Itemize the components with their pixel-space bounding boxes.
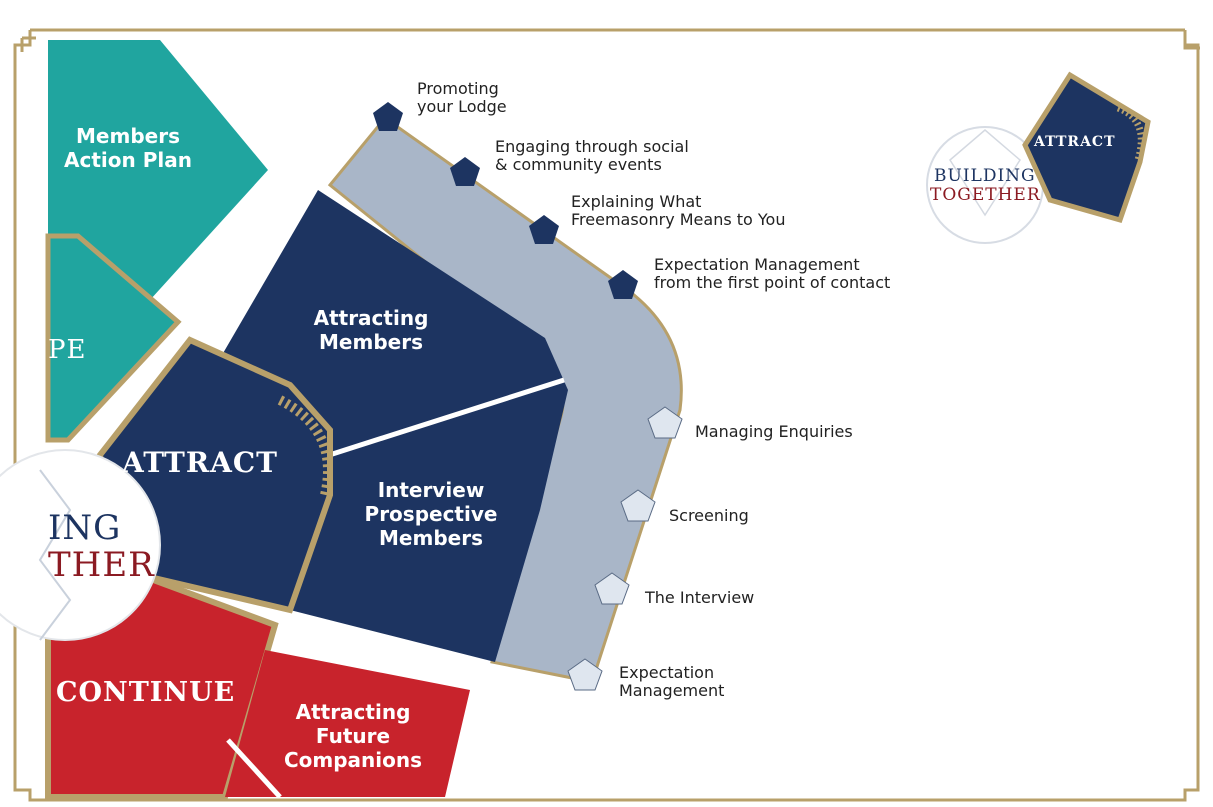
corner-badge bbox=[926, 71, 1151, 244]
navy-pentagon-icon bbox=[529, 215, 559, 244]
light-pentagon-icon bbox=[567, 658, 603, 691]
badge-line2: TOGETHER bbox=[930, 185, 1041, 205]
light-pentagon-icon bbox=[647, 406, 683, 439]
future-companions-panel bbox=[225, 650, 470, 797]
interview-prospective-members-label: Interview Prospective Members bbox=[364, 478, 498, 550]
light-pentagon-icon bbox=[620, 489, 656, 522]
scope-panel bbox=[45, 233, 182, 443]
continue-title: CONTINUE bbox=[56, 677, 236, 708]
continue-divider bbox=[226, 738, 282, 799]
outer-frame bbox=[13, 28, 1200, 802]
center-logo-line2: THER bbox=[48, 545, 155, 585]
logo-star-pattern bbox=[38, 469, 72, 641]
members-action-plan-label: Members Action Plan bbox=[64, 124, 192, 172]
step-managing-enquiries: Managing Enquiries bbox=[695, 422, 853, 441]
navy-pentagon-icons bbox=[373, 102, 638, 299]
light-pentagon-icon bbox=[594, 572, 630, 605]
step-expectation-first-contact: Expectation Management from the first po… bbox=[654, 255, 891, 292]
attract-ornament bbox=[277, 395, 333, 497]
attracting-members-label: Attracting Members bbox=[313, 306, 429, 354]
step-engaging-events: Engaging through social & community even… bbox=[495, 137, 689, 174]
center-logo-line1: ING bbox=[48, 508, 122, 548]
attract-title: ATTRACT bbox=[122, 446, 278, 479]
divider-line bbox=[319, 377, 565, 461]
badge-tab: ATTRACT bbox=[1034, 134, 1116, 150]
badge-line1: BUILDING bbox=[934, 166, 1036, 186]
attracting-future-companions-label: Attracting Future Companions bbox=[283, 700, 423, 772]
navy-pentagon-icon bbox=[450, 157, 480, 186]
scope-partial-label: PE bbox=[48, 335, 87, 365]
building-together-logo-circle bbox=[0, 449, 161, 641]
navy-pentagon-icon bbox=[608, 270, 638, 299]
light-pentagon-icons bbox=[567, 406, 683, 691]
step-screening: Screening bbox=[669, 506, 749, 525]
step-expectation-management: Expectation Management bbox=[619, 663, 725, 700]
step-explaining-freemasonry: Explaining What Freemasonry Means to You bbox=[571, 192, 786, 229]
step-promoting-lodge: Promoting your Lodge bbox=[417, 79, 507, 116]
members-action-plan-panel bbox=[48, 40, 268, 300]
navy-pentagon-icon bbox=[373, 102, 403, 131]
step-the-interview: The Interview bbox=[645, 588, 755, 607]
